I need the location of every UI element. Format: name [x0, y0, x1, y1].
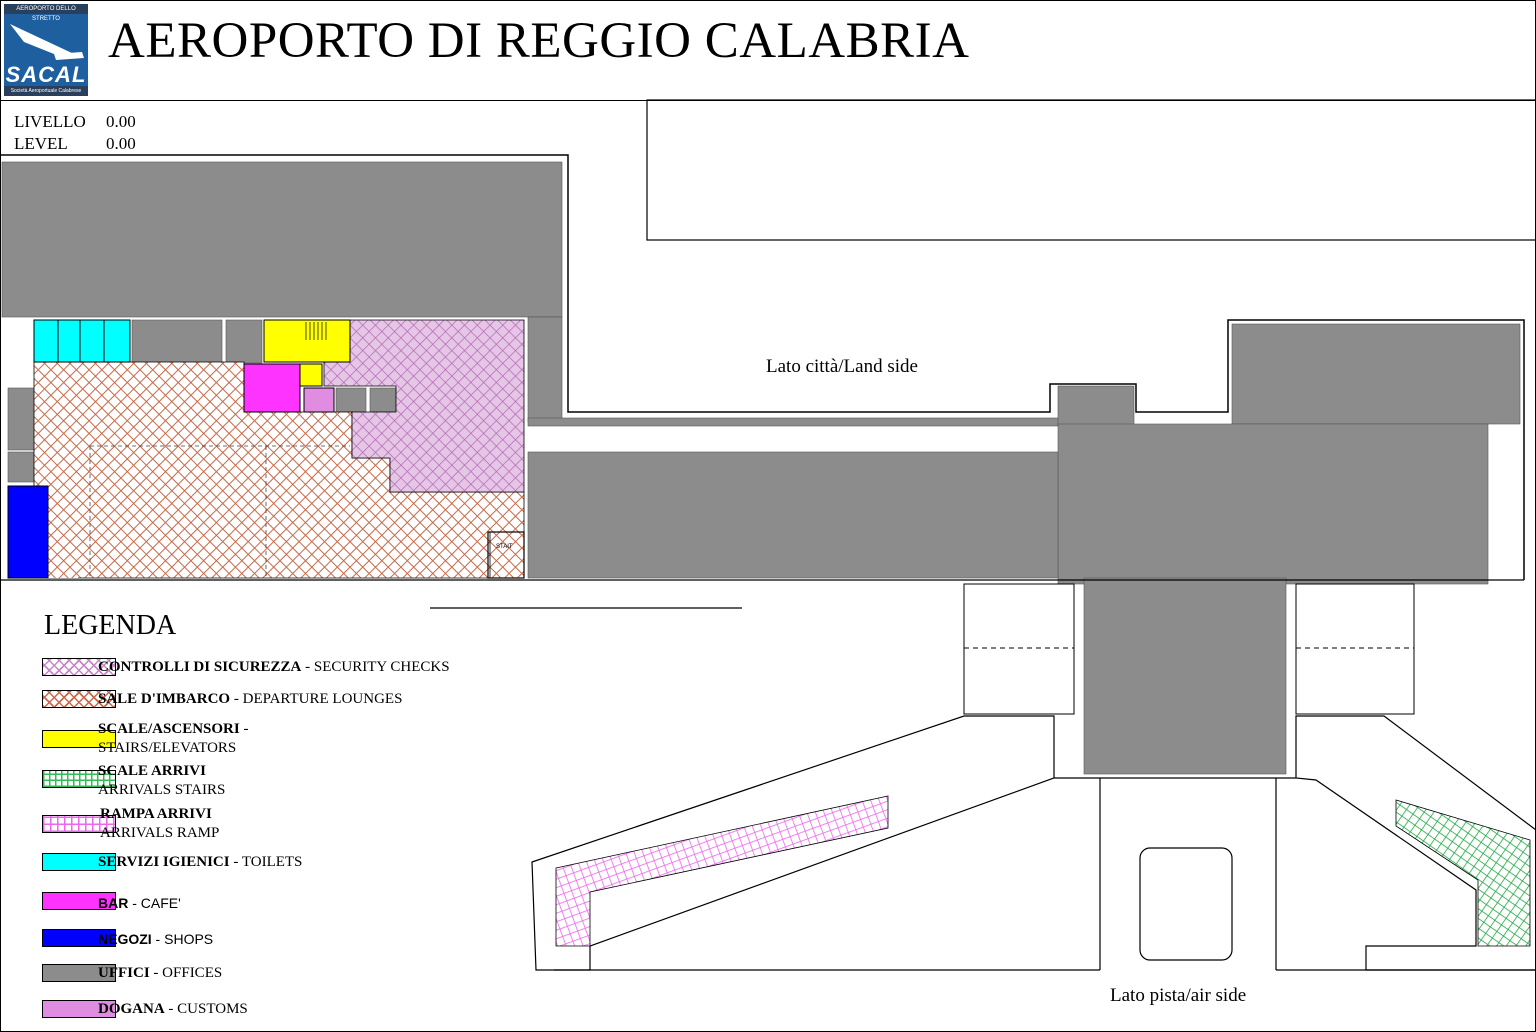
logo-sub-text: Società Aeroportuale Calabrese — [4, 86, 88, 96]
legend-en-toilets: TOILETS — [241, 854, 303, 870]
legend-it-security: CONTROLLI DI SICUREZZA — [98, 659, 302, 675]
airside-ramps — [531, 715, 1536, 971]
legend-it-shops: NEGOZI — [98, 931, 152, 947]
legend-it-bar: BAR — [98, 895, 129, 911]
legend-it-stairs: SCALE/ASCENSORI — [98, 721, 240, 737]
arrivals-stairs-area — [1395, 799, 1531, 947]
legend-swatch-offices — [42, 964, 116, 982]
land-side-label: Lato città/Land side — [766, 356, 918, 377]
air-side-label: Lato pista/air side — [1110, 985, 1247, 1006]
stair-tag: STAIT — [496, 544, 513, 550]
toilet-partitions — [57, 320, 105, 362]
facade-lines — [0, 531, 1524, 609]
legend-en-security: SECURITY CHECKS — [313, 659, 450, 675]
airside-canopies — [963, 583, 1415, 715]
header-bar: AEROPORTO DELLO STRETTO SACAL Società Ae… — [0, 0, 1536, 101]
legend-en-ramp: ARRIVALS RAMP — [100, 825, 220, 841]
customs-area — [303, 387, 335, 413]
legend-it-offices: UFFICI — [98, 965, 150, 981]
security-checks-area — [323, 319, 525, 493]
departure-lounge-strip — [48, 452, 78, 578]
legend-it-toilets: SERVIZI IGIENICI — [98, 854, 230, 870]
level-it: LIVELLO 0.00 — [14, 112, 136, 132]
stair-steps — [305, 322, 327, 340]
logo-top-text: AEROPORTO DELLO STRETTO — [4, 4, 88, 22]
offices-areas — [1, 161, 1521, 775]
level-it-label: LIVELLO — [14, 112, 86, 131]
legend-it-lounge: SALE D'IMBARCO — [98, 691, 231, 707]
legend-en-arrstairs: ARRIVALS STAIRS — [98, 782, 226, 798]
shops-area — [7, 485, 49, 579]
legend-swatch-ramp — [42, 815, 116, 833]
legend-swatch-customs — [42, 1000, 116, 1018]
legend-swatch-shops — [42, 929, 116, 947]
legend-it-ramp: RAMPA ARRIVI — [100, 806, 212, 822]
toilets-area — [33, 319, 131, 363]
logo-brand: SACAL — [5, 62, 87, 87]
legend-en-stairs: STAIRS/ELEVATORS — [98, 740, 237, 756]
elevator-area — [299, 363, 323, 387]
legend-en-offices: OFFICES — [162, 965, 223, 981]
bar-area — [243, 363, 301, 413]
airplane-icon — [10, 24, 84, 60]
legend-en-lounge: DEPARTURE LOUNGES — [242, 691, 403, 707]
legend-swatch-security — [42, 658, 116, 676]
legend-swatch-lounge — [42, 690, 116, 708]
legend-en-customs: CUSTOMS — [177, 1001, 248, 1017]
page-title: AEROPORTO DI REGGIO CALABRIA — [108, 13, 970, 69]
legend-it-arrstairs: SCALE ARRIVI — [98, 763, 206, 779]
building-outline — [0, 154, 1525, 580]
arrivals-ramp-area — [555, 795, 889, 947]
legend-it-customs: DOGANA — [98, 1001, 165, 1017]
level-it-value: 0.00 — [106, 112, 136, 131]
sacal-logo: AEROPORTO DELLO STRETTO SACAL Società Ae… — [4, 4, 88, 96]
legend-swatch-stairs — [42, 730, 116, 748]
legend-en-shops: SHOPS — [164, 931, 214, 947]
landside-block — [646, 99, 1536, 241]
interior-lines — [89, 445, 350, 578]
stairs-area — [263, 319, 351, 363]
level-en-value: 0.00 — [106, 134, 136, 153]
level-en-label: LEVEL — [14, 134, 68, 153]
legend-title: LEGENDA — [44, 610, 177, 641]
legend-swatch-arrstairs — [42, 770, 116, 788]
legend-swatch-bar — [42, 892, 116, 910]
legend-swatch-toilets — [42, 853, 116, 871]
legend-en-bar: CAFE' — [140, 895, 181, 911]
level-en: LEVEL 0.00 — [14, 134, 136, 154]
